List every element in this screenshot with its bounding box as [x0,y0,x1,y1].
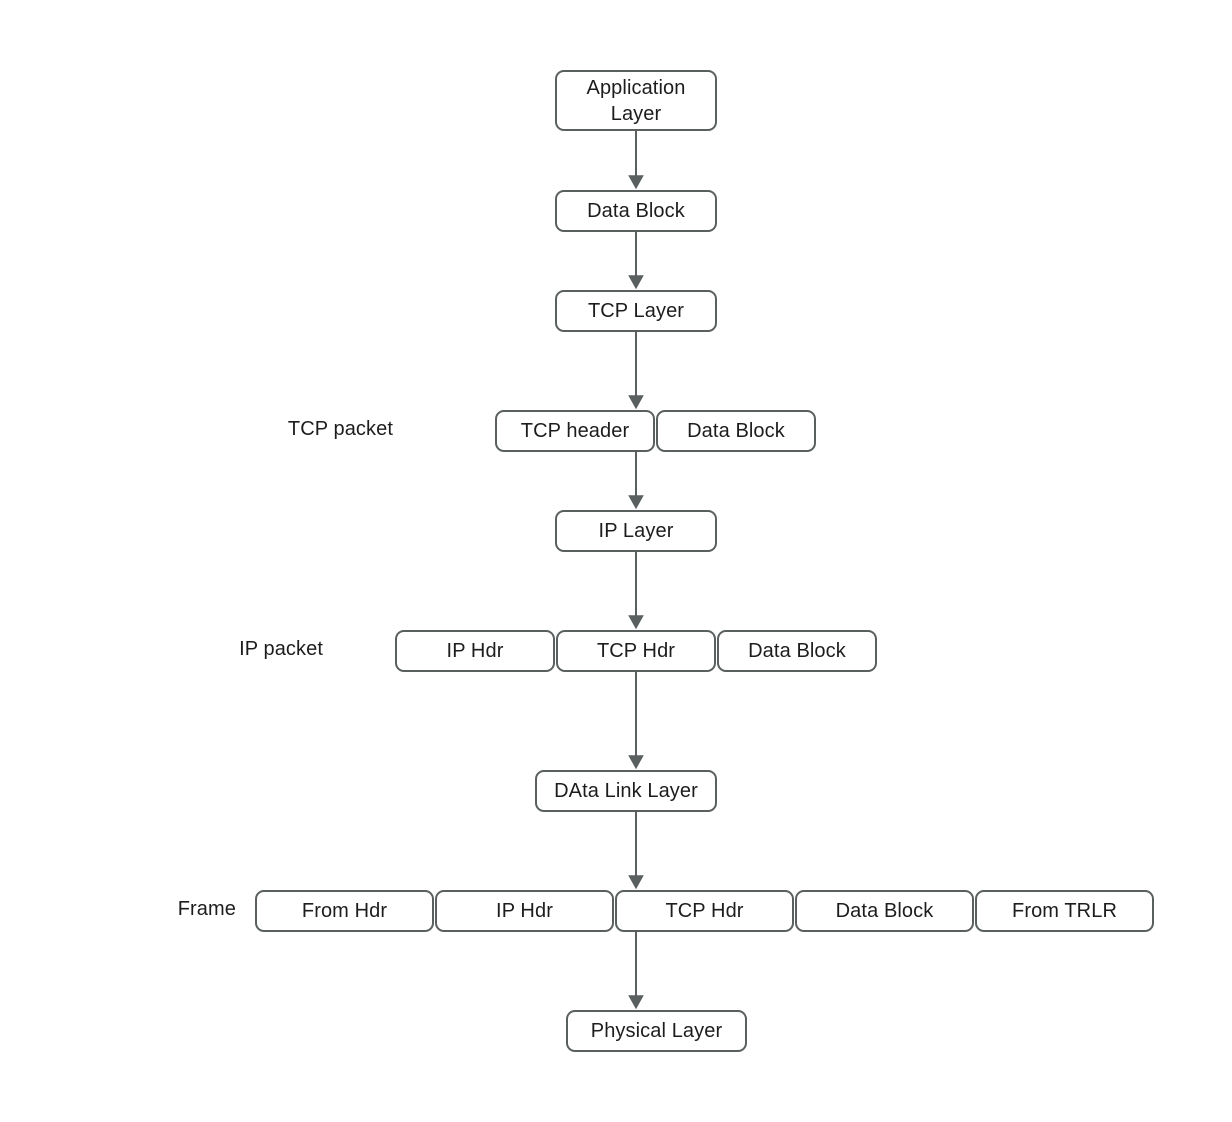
segment-frame-from-trlr-label: From TRLR [1012,899,1117,922]
node-physical-layer[interactable]: Physical Layer [566,1010,747,1052]
segment-frame-tcp-hdr[interactable]: TCP Hdr [615,890,794,932]
segment-frame-from-hdr[interactable]: From Hdr [255,890,434,932]
segment-ip-packet-data-block-label: Data Block [748,639,846,662]
segment-tcp-packet-data-block[interactable]: Data Block [656,410,816,452]
row-label-frame: Frame [20,898,236,921]
row-label-frame-text: Frame [177,898,236,920]
node-data-block-label: Data Block [587,199,685,222]
segment-ip-packet-ip-hdr[interactable]: IP Hdr [395,630,555,672]
segment-frame-data-block[interactable]: Data Block [795,890,974,932]
node-data-block[interactable]: Data Block [555,190,717,232]
segment-tcp-packet-data-block-label: Data Block [687,419,785,442]
node-application-layer-label-line1: Application [586,76,686,99]
node-ip-layer-label: IP Layer [598,519,674,542]
segment-ip-packet-data-block[interactable]: Data Block [717,630,877,672]
node-application-layer-label-line2: Layer [610,102,662,125]
strip-ip-packet: IP Hdr TCP Hdr Data Block [395,630,877,672]
segment-frame-from-hdr-label: From Hdr [301,899,388,922]
segment-tcp-header-label: TCP header [520,419,630,442]
node-data-link-layer[interactable]: DAta Link Layer [535,770,717,812]
strip-tcp-packet: TCP header Data Block [495,410,816,452]
node-data-link-layer-label: DAta Link Layer [554,779,698,802]
segment-ip-packet-ip-hdr-label: IP Hdr [446,639,504,662]
row-label-ip-packet-text: IP packet [239,638,323,660]
segment-frame-data-block-label: Data Block [835,899,934,922]
node-tcp-layer-label: TCP Layer [587,299,685,322]
segment-ip-packet-tcp-hdr[interactable]: TCP Hdr [556,630,716,672]
strip-frame: From Hdr IP Hdr TCP Hdr Data Block From … [255,890,1154,932]
segment-tcp-header[interactable]: TCP header [495,410,655,452]
segment-ip-packet-tcp-hdr-label: TCP Hdr [596,639,676,662]
node-application-layer[interactable]: Application Layer [555,70,717,131]
segment-frame-ip-hdr-label: IP Hdr [496,899,553,922]
row-label-tcp-packet-text: TCP packet [287,418,393,440]
row-label-ip-packet: IP packet [70,638,323,661]
node-physical-layer-label: Physical Layer [590,1019,723,1042]
row-label-tcp-packet: TCP packet [120,418,393,441]
segment-frame-from-trlr[interactable]: From TRLR [975,890,1154,932]
segment-frame-tcp-hdr-label: TCP Hdr [665,899,744,922]
node-tcp-layer[interactable]: TCP Layer [555,290,717,332]
segment-frame-ip-hdr[interactable]: IP Hdr [435,890,614,932]
node-ip-layer[interactable]: IP Layer [555,510,717,552]
